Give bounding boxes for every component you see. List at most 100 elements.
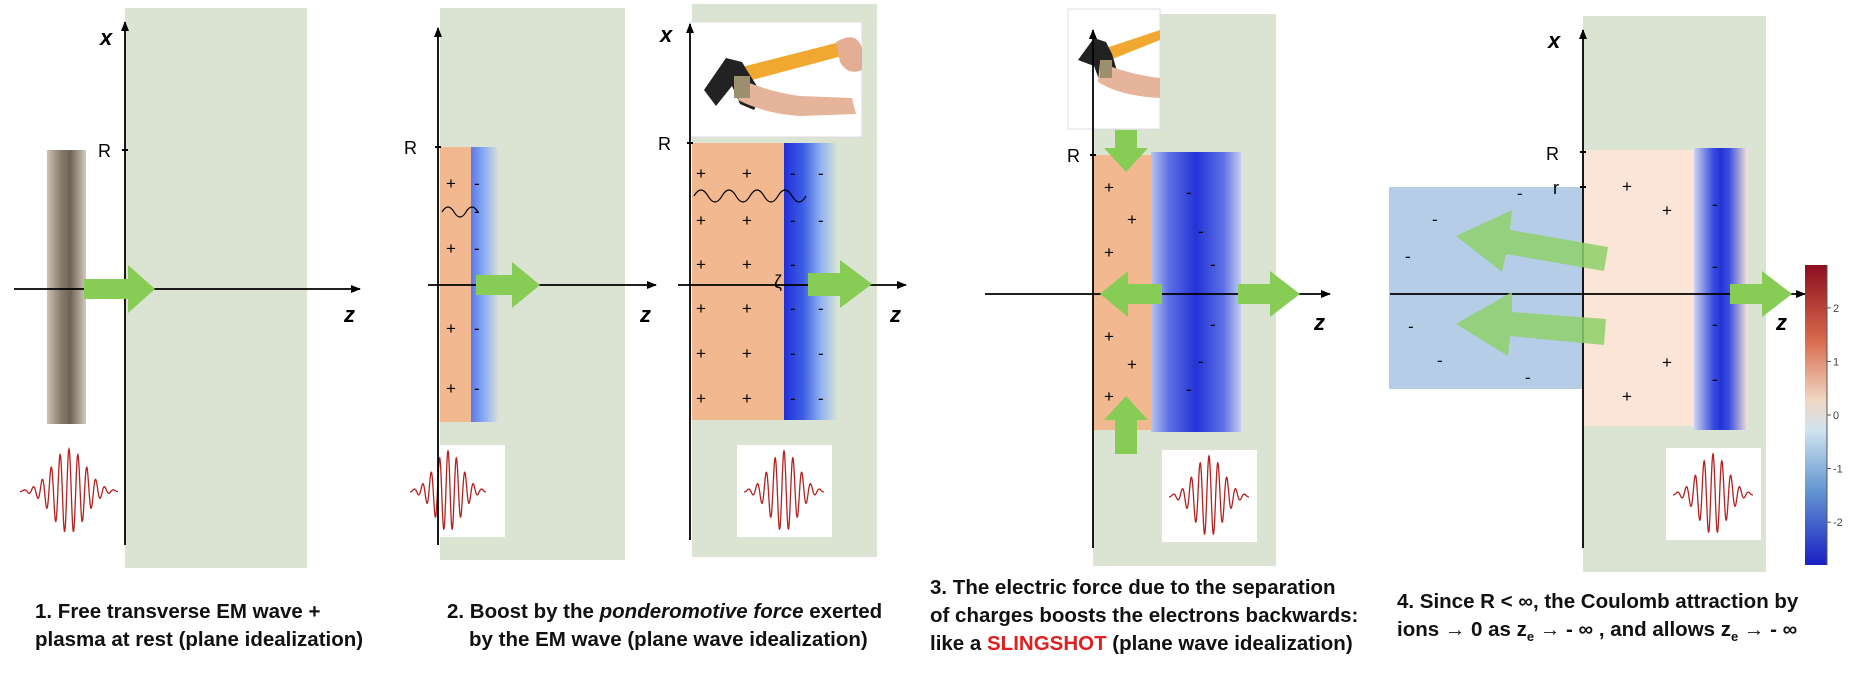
force-arrow-icon: [84, 265, 155, 313]
slingshot-photo-icon: [689, 21, 863, 138]
ion-charge: +: [696, 255, 706, 274]
panel-1: x z R: [14, 8, 361, 568]
ion-charge: +: [742, 255, 752, 274]
wave-packet-icon: [1672, 452, 1754, 534]
panel-2b: + + + + + + + + + + + + - - - - - - - - …: [658, 4, 907, 557]
caption-text: like a: [930, 632, 987, 655]
electron-charge: -: [1210, 315, 1216, 334]
electron-charge: -: [1432, 210, 1438, 229]
z-axis-label: z: [889, 302, 901, 327]
electron-charge: -: [1186, 183, 1192, 202]
ion-charge: +: [696, 299, 706, 318]
caption-emphasis: ponderomotive force: [599, 600, 804, 623]
caption-text: 2. Boost by the: [447, 600, 600, 623]
caption-text: → - ∞: [1738, 618, 1798, 641]
r-label: R: [1546, 144, 1559, 164]
electron-charges: - - - - -: [474, 174, 480, 398]
electron-charge: -: [1712, 315, 1718, 334]
force-arrow-icon: [1104, 130, 1148, 172]
ion-charge: +: [1127, 355, 1137, 374]
caption-line: 2. Boost by the ponderomotive force exer…: [447, 598, 882, 626]
force-arrow-icon: [1100, 271, 1162, 317]
z-axis-label: z: [1775, 310, 1787, 335]
ion-charge: +: [1622, 387, 1632, 406]
electron-charge: -: [1198, 352, 1204, 371]
colorbar-tick-label: 2: [1833, 303, 1839, 315]
ion-charge: +: [696, 211, 706, 230]
electron-charge: -: [474, 202, 480, 221]
electron-charge: -: [1186, 380, 1192, 399]
electron-charges: - - - - - - - - - - -: [790, 164, 824, 408]
electron-charge: -: [1408, 317, 1414, 336]
plasma-slab: [125, 8, 307, 568]
ion-charge: +: [1127, 210, 1137, 229]
panel-4: + + + + - - - - - - - - - - x z R r 210-…: [1389, 16, 1843, 572]
electron-charge: -: [1437, 351, 1443, 370]
caption-line: ions → 0 as ze → - ∞ , and allows ze → -…: [1397, 616, 1798, 651]
colorbar-tick-label: -1: [1833, 464, 1843, 476]
r-label: R: [658, 134, 671, 154]
subscript: e: [1731, 629, 1739, 645]
caption-panel-1: 1. Free transverse EM wave + plasma at r…: [35, 598, 363, 654]
electron-charge: -: [790, 255, 796, 274]
ion-layer: [692, 143, 786, 420]
ion-charge: +: [1104, 178, 1114, 197]
electron-charge: -: [1198, 222, 1204, 241]
r-label: R: [404, 138, 417, 158]
colorbar-ticks: 210-1-2: [1827, 303, 1843, 529]
ion-charge: +: [1662, 201, 1672, 220]
electron-charge: -: [1517, 184, 1523, 203]
zeta-label: ζ: [774, 272, 782, 292]
electron-charge: -: [1210, 255, 1216, 274]
ion-charges: + + + + + + + + + + + +: [696, 164, 752, 408]
ion-charge: +: [742, 211, 752, 230]
electron-charge: -: [790, 211, 796, 230]
caption-text: ions → 0 as z: [1397, 618, 1527, 641]
electron-charge: -: [818, 344, 824, 363]
caption-panel-2: 2. Boost by the ponderomotive force exer…: [447, 598, 882, 654]
caption-line: 4. Since R < ∞, the Coulomb attraction b…: [1397, 590, 1799, 613]
wave-packet-icon: [743, 449, 825, 531]
ion-charge: +: [1662, 353, 1672, 372]
caption-line: by the EM wave (plane wave idealization): [469, 628, 868, 651]
caption-text: (plane wave idealization): [1106, 632, 1353, 655]
ion-charge: +: [1104, 387, 1114, 406]
ion-charge: +: [742, 344, 752, 363]
x-axis-label: x: [659, 22, 673, 47]
subscript: e: [1526, 629, 1535, 645]
electron-charge: -: [474, 239, 480, 258]
electron-charge: -: [474, 319, 480, 338]
force-arrow-icon: [1730, 271, 1792, 317]
force-arrow-icon: [1456, 210, 1608, 272]
ion-charge: +: [1622, 177, 1632, 196]
slingshot-photo-icon: [1067, 8, 1161, 130]
electron-charge: -: [474, 379, 480, 398]
caption-line: 3. The electric force due to the separat…: [930, 576, 1336, 599]
ion-charge: +: [1104, 243, 1114, 262]
caption-line: 1. Free transverse EM wave +: [35, 600, 321, 623]
expelled-electron-region: [1389, 187, 1585, 389]
force-arrow-icon: [1238, 271, 1300, 317]
electron-charge: -: [1712, 257, 1718, 276]
colorbar-tick-label: 0: [1833, 410, 1839, 422]
electron-layer: [1151, 152, 1241, 432]
colorbar-tick-label: 1: [1833, 356, 1839, 368]
slingshot-highlight: SLINGSHOT: [987, 632, 1107, 655]
caption-panel-3: 3. The electric force due to the separat…: [930, 574, 1358, 658]
electron-charges: - - - - - -: [1186, 183, 1216, 399]
electron-charges: - - - - - - - - - -: [1405, 184, 1718, 389]
ion-charge: +: [742, 299, 752, 318]
electron-charge: -: [1525, 368, 1531, 387]
r-label: R: [1067, 146, 1080, 166]
electron-charge: -: [790, 344, 796, 363]
electron-charge: -: [474, 174, 480, 193]
z-axis-label: z: [343, 302, 355, 327]
ion-charges: + + + +: [446, 174, 456, 398]
caption-line: plasma at rest (plane idealization): [35, 628, 364, 651]
panel-2: + + + + - - - - - z R: [404, 8, 657, 560]
force-arrow-icon: [476, 262, 540, 308]
electron-charge: -: [1712, 370, 1718, 389]
electron-charge: -: [818, 211, 824, 230]
force-arrow-icon: [1456, 292, 1606, 356]
